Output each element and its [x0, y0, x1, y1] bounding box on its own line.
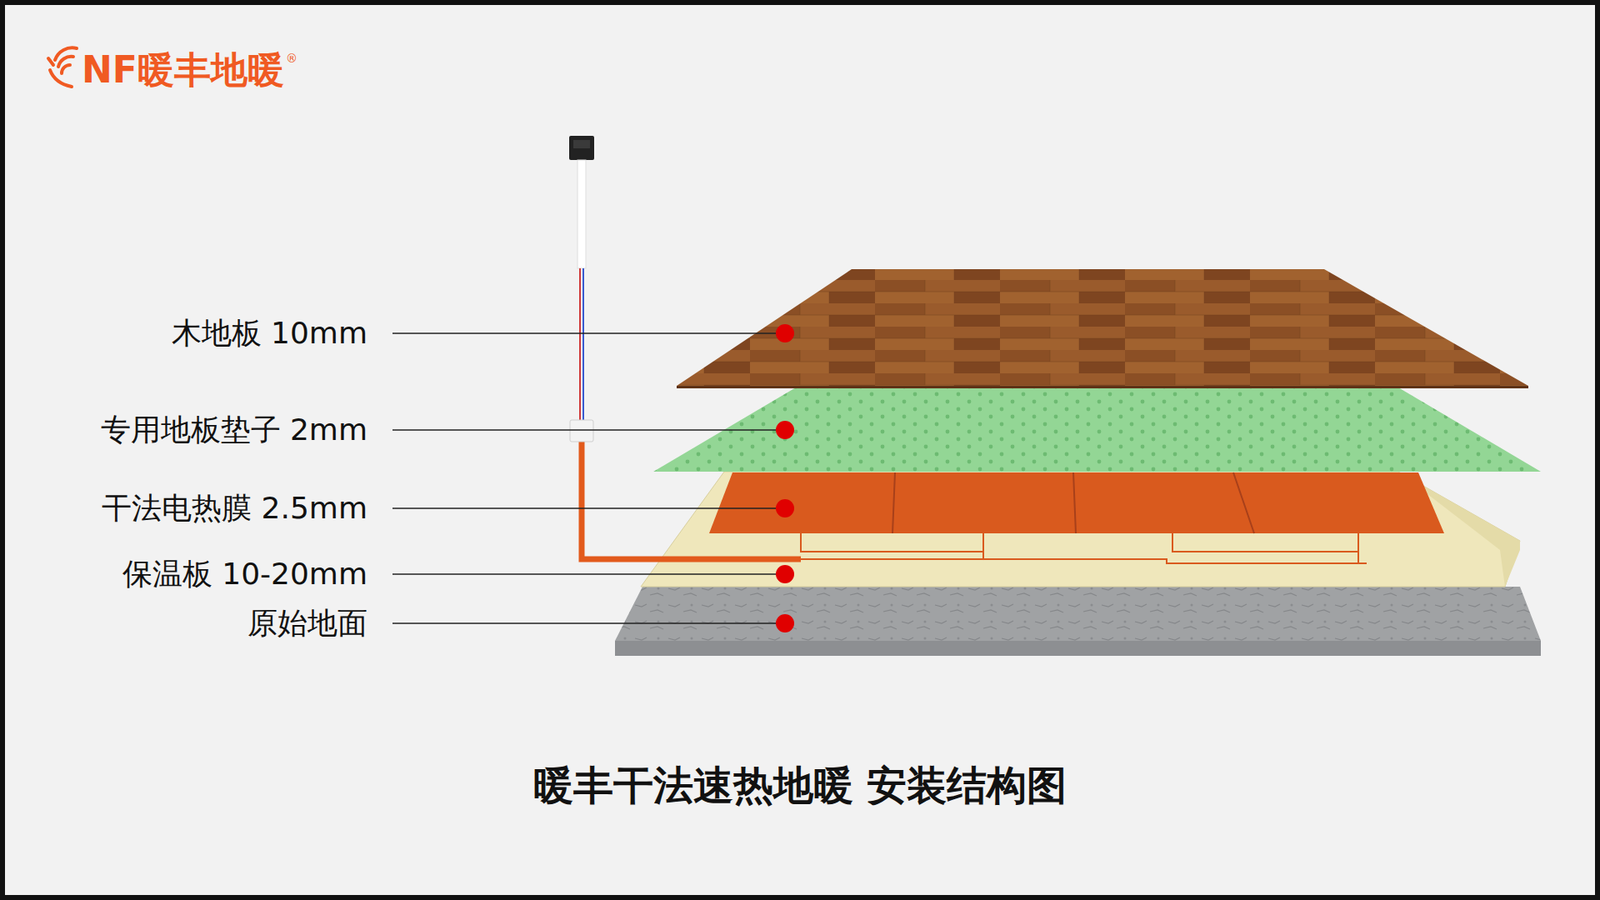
logo-text: NF暖丰地暖: [81, 48, 285, 93]
wood-floor: [676, 269, 1529, 389]
layer-label: 干法电热膜 2.5mm: [101, 490, 368, 526]
callout-dots: [775, 324, 795, 633]
floor-mat: [653, 387, 1541, 472]
layer-label: 原始地面: [247, 605, 368, 641]
ground-layer: [615, 586, 1541, 656]
layer-label: 保温板 10-20mm: [122, 555, 368, 592]
heating-wires: [800, 533, 1367, 564]
diagram-title: 暖丰干法速热地暖 安装结构图: [533, 761, 1068, 810]
insulation-board: [640, 471, 1520, 587]
layer-label: 专用地板垫子 2mm: [100, 411, 368, 448]
layer-label: 木地板 10mm: [171, 315, 368, 351]
registered-mark: ®: [285, 51, 298, 66]
leader-lines: [392, 333, 785, 624]
logo-icon: [48, 47, 77, 87]
heating-film: [709, 472, 1445, 534]
